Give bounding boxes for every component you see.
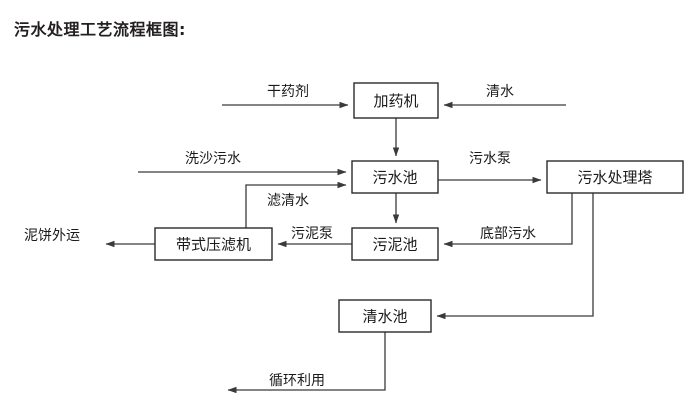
page-title: 污水处理工艺流程框图:: [14, 20, 186, 39]
node-treatment-tower-rect[interactable]: [546, 160, 684, 194]
edge-sludge-pump: 污泥泵: [277, 226, 352, 248]
node-treatment-tower[interactable]: 污水处理塔: [546, 160, 684, 194]
edge-filtrate: 滤清水: [245, 181, 347, 228]
edge-clear-water: 清水: [443, 84, 566, 109]
edge-sludge-pump-label: 污泥泵: [291, 226, 333, 242]
node-clean-water-pool-label: 清水池: [362, 308, 407, 326]
edge-recycle-line: [227, 332, 386, 394]
edge-tower-to-clean-line: [436, 193, 594, 320]
edge-tower-to-clean: [436, 193, 594, 320]
edge-bottom-water-label: 底部污水: [480, 226, 536, 242]
edge-recycle: 循环利用: [227, 332, 386, 394]
node-belt-filter-press[interactable]: 带式压滤机: [154, 227, 273, 261]
node-sewage-pool-rect[interactable]: [351, 160, 439, 194]
node-sludge-pool-label: 污泥池: [372, 236, 417, 254]
node-sludge-pool[interactable]: 污泥池: [351, 227, 439, 261]
edge-dry-agent: 干药剂: [222, 84, 349, 109]
edge-sand-wash: 洗沙污水: [138, 151, 347, 176]
edge-bottom-water: 底部污水: [443, 193, 573, 248]
node-dosing-machine[interactable]: 加药机: [353, 82, 439, 119]
edge-filtrate-label: 滤清水: [267, 193, 309, 209]
edge-recycle-label: 循环利用: [269, 373, 325, 389]
edge-sewage-pump-label: 污水泵: [469, 151, 511, 167]
edge-sand-wash-label: 洗沙污水: [185, 151, 241, 167]
node-belt-filter-press-rect[interactable]: [154, 227, 273, 261]
node-dosing-machine-rect[interactable]: [353, 82, 439, 119]
edge-filtrate-line: [245, 181, 347, 228]
edge-bottom-water-line: [443, 193, 573, 248]
edge-sewage-pump: 污水泵: [438, 151, 542, 184]
edge-clear-water-label: 清水: [486, 84, 514, 100]
node-belt-filter-press-label: 带式压滤机: [176, 236, 251, 254]
node-sludge-pool-rect[interactable]: [351, 227, 439, 261]
node-clean-water-pool-rect[interactable]: [338, 299, 432, 333]
edge-dry-agent-label: 干药剂: [267, 84, 309, 100]
node-sewage-pool[interactable]: 污水池: [351, 160, 439, 194]
node-clean-water-pool[interactable]: 清水池: [338, 299, 432, 333]
node-dosing-machine-label: 加药机: [373, 92, 418, 110]
edge-mud-cake-out-label: 泥饼外运: [24, 228, 80, 244]
edge-mud-cake-out: 泥饼外运: [24, 228, 155, 248]
node-sewage-pool-label: 污水池: [372, 169, 417, 187]
node-treatment-tower-label: 污水处理塔: [577, 169, 652, 187]
